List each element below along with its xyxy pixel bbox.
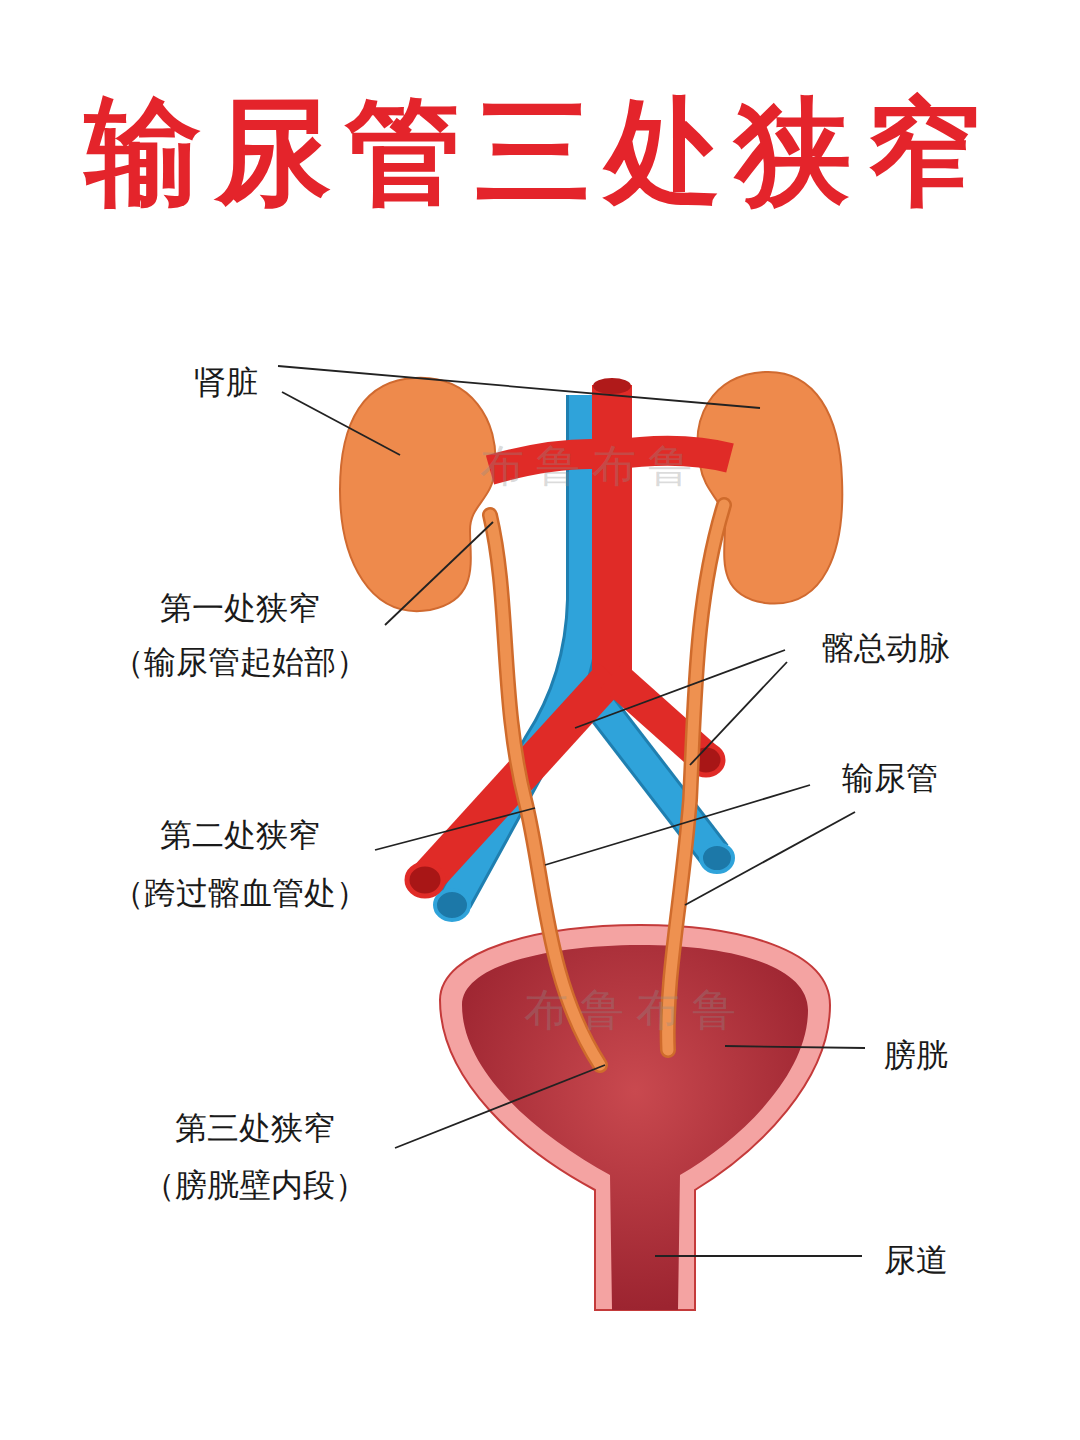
organ-label: 膀胱 [884,1036,948,1074]
artery-section [593,378,631,394]
artery-section [407,864,443,896]
vessel-label: 髂总动脉 [822,629,950,667]
page-title: 输尿管三处狭窄 [85,82,995,221]
organ-label: 肾脏 [194,363,258,401]
ureters [490,505,724,1065]
organ-label: 尿道 [884,1241,948,1279]
vein-section [701,844,733,872]
leader-lines [278,366,865,1256]
narrowing-label: 第三处狭窄 [175,1109,335,1147]
watermark: 布鲁布鲁 [480,440,704,493]
bladder-wall [440,925,830,1310]
watermark: 布鲁布鲁 [524,984,748,1037]
right-kidney [698,372,843,604]
narrowing-label: 第一处狭窄 [160,589,320,627]
narrowing-note: （膀胱壁内段） [143,1166,367,1204]
narrowing-note: （输尿管起始部） [112,643,368,681]
vein-section [435,890,469,920]
left-kidney [340,378,496,611]
narrowing-label: 第二处狭窄 [160,816,320,854]
organ-label: 输尿管 [842,759,938,797]
narrowing-note: （跨过髂血管处） [112,874,368,912]
